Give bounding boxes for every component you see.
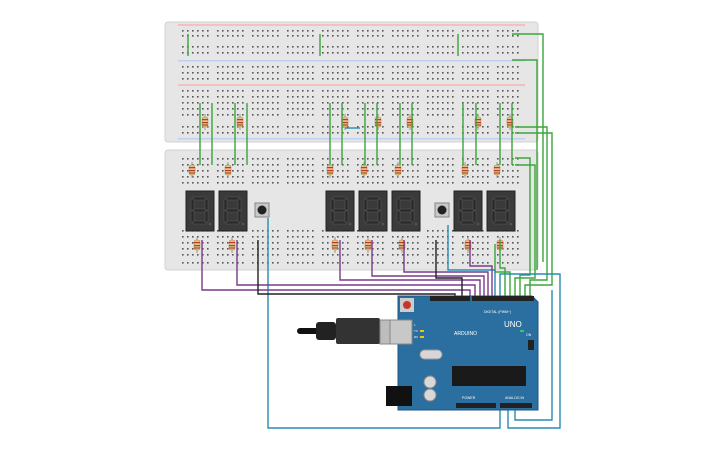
resistor: [236, 114, 244, 130]
resistor: [506, 114, 514, 130]
resistor: [461, 162, 469, 178]
wires: [187, 33, 561, 429]
seven-segment-display: [391, 190, 421, 232]
arduino-brand: ARDUINO: [454, 331, 477, 337]
resistor: [188, 162, 196, 178]
resistor: [394, 162, 402, 178]
seven-segment-display: [453, 190, 483, 232]
push-button-1[interactable]: [254, 202, 270, 218]
tx-label: TX: [414, 329, 418, 333]
resistor: [364, 237, 372, 253]
push-button-2[interactable]: [434, 202, 450, 218]
purple-wires: [201, 240, 493, 298]
resistor: [201, 114, 209, 130]
analog-label: ANALOG IN: [505, 396, 525, 400]
resistor: [228, 237, 236, 253]
resistor: [493, 162, 501, 178]
seven-segment-display: [185, 190, 215, 232]
breadboard-top[interactable]: [164, 21, 539, 143]
seven-segment-displays: [185, 190, 516, 232]
seven-segment-display: [325, 190, 355, 232]
seven-segment-display: [486, 190, 516, 232]
arduino-logo-text: UNO: [504, 320, 522, 329]
blue-wires: [267, 127, 561, 429]
seven-segment-display: [218, 190, 248, 232]
arduino-uno[interactable]: ARDUINO UNO DIGITAL (PWM~) POWER ANALOG …: [386, 295, 539, 411]
resistor: [224, 162, 232, 178]
resistor: [331, 237, 339, 253]
on-label: ON: [526, 333, 532, 337]
seven-segment-display: [358, 190, 388, 232]
green-wires: [187, 33, 553, 298]
rx-label: RX: [414, 335, 418, 339]
resistor: [360, 162, 368, 178]
digital-label: DIGITAL (PWM~): [484, 310, 511, 314]
power-label: POWER: [462, 396, 476, 400]
resistor: [193, 237, 201, 253]
l-label: L: [414, 323, 416, 327]
